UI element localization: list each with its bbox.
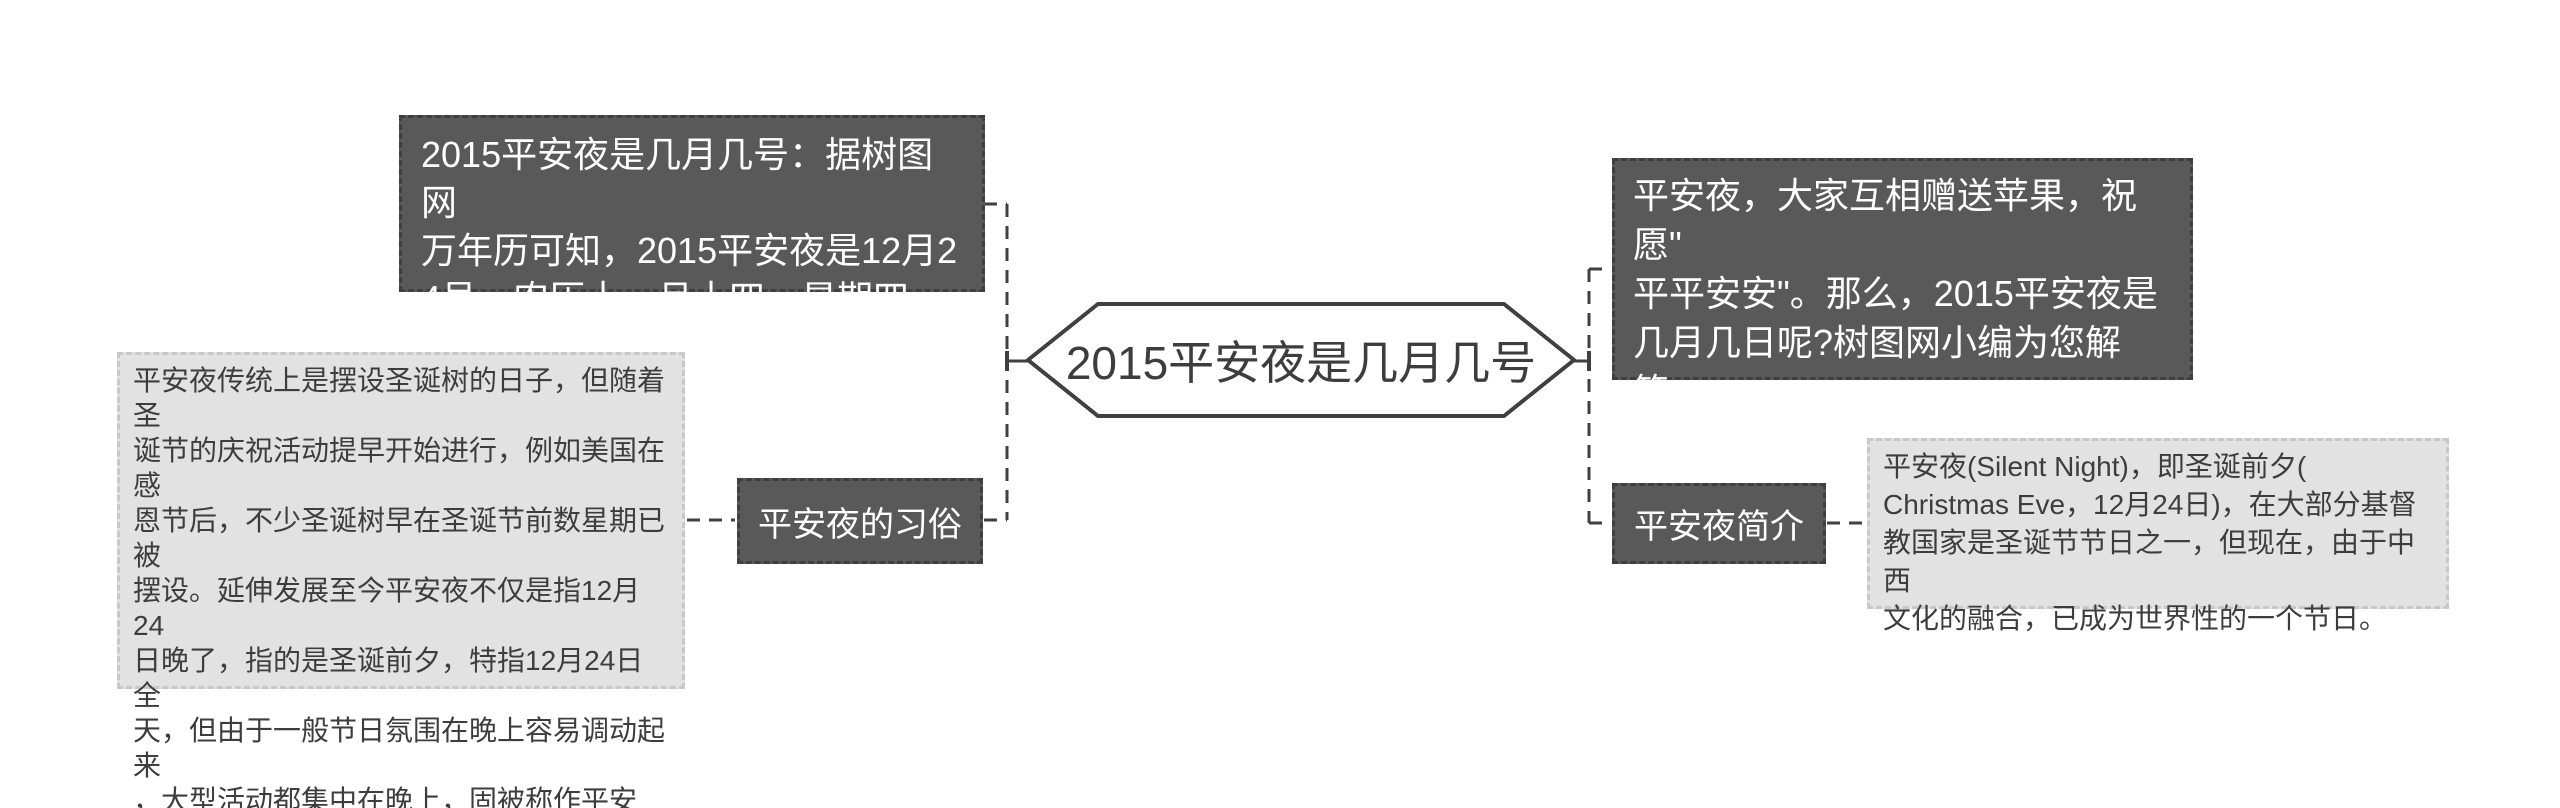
intro-note-text: 平安夜，大家互相赠送苹果，祝愿" 平平安安"。那么，2015平安夜是 几月几日呢… — [1633, 175, 2158, 461]
customs-label: 平安夜的习俗 — [758, 505, 962, 544]
root-label: 2015平安夜是几月几号 — [1065, 337, 1537, 389]
node-brief[interactable]: 平安夜简介 — [1612, 483, 1826, 564]
node-brief-detail[interactable]: 平安夜(Silent Night)，即圣诞前夕( Christmas Eve，1… — [1867, 438, 2449, 634]
root-hexagon-outline — [1024, 302, 1578, 418]
answer-note-text: 2015平安夜是几月几号：据树图网 万年历可知，2015平安夜是12月2 4号，… — [421, 134, 958, 319]
customs-detail-text: 平安夜传统上是摆设圣诞树的日子，但随着圣 诞节的庆祝活动提早开始进行，例如美国在… — [133, 365, 666, 808]
root-node[interactable]: 2015平安夜是几月几号 — [1024, 300, 1578, 420]
node-intro-note[interactable]: 平安夜，大家互相赠送苹果，祝愿" 平平安安"。那么，2015平安夜是 几月几日呢… — [1612, 158, 2193, 461]
root-hexagon-shape — [1024, 302, 1578, 418]
node-customs[interactable]: 平安夜的习俗 — [737, 478, 983, 564]
brief-detail-text: 平安夜(Silent Night)，即圣诞前夕( Christmas Eve，1… — [1883, 451, 2417, 634]
node-customs-detail[interactable]: 平安夜传统上是摆设圣诞树的日子，但随着圣 诞节的庆祝活动提早开始进行，例如美国在… — [117, 352, 685, 808]
brief-label: 平安夜简介 — [1634, 508, 1804, 546]
node-answer-note[interactable]: 2015平安夜是几月几号：据树图网 万年历可知，2015平安夜是12月2 4号，… — [399, 115, 985, 319]
